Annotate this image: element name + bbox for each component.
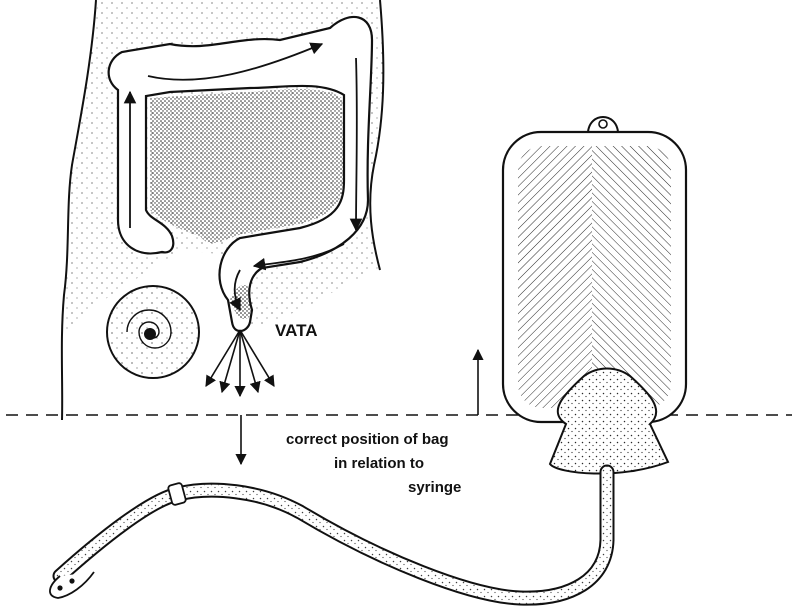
navel-spiral-icon [107, 286, 199, 378]
caption-line-3: syringe [408, 479, 461, 496]
syringe-tube-icon [50, 472, 607, 598]
vata-label: VATA [275, 321, 318, 340]
enema-bag-icon [503, 117, 686, 474]
outflow-arrows [206, 330, 274, 396]
caption-line-1: correct position of bag [286, 431, 449, 448]
caption-line-2: in relation to [334, 455, 424, 472]
